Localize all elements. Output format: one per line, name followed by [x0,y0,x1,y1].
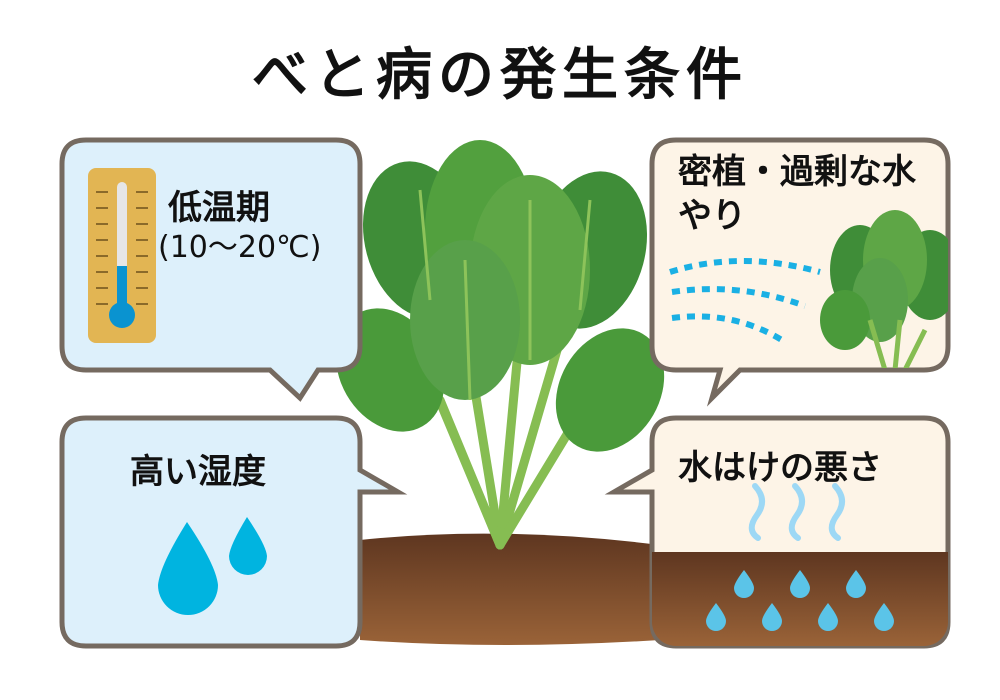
panel-low-temp [59,137,363,402]
low-temp-label: 低温期 [168,188,270,228]
drainage-label: 水はけの悪さ [678,448,882,488]
soil-icon [652,552,948,646]
spinach-plant-icon [335,140,665,550]
page-title: べと病の発生条件 [252,43,748,108]
water-drop-icon [158,517,267,615]
low-temp-range: (10〜20℃) [158,230,322,265]
thermometer-icon [88,168,156,343]
panel-humidity [59,415,408,649]
dense-planting-label: 密植・過剰な水やり [678,152,916,236]
water-drop-icon [706,570,894,631]
soil-mound [360,533,660,645]
water-spray-icon [669,258,821,345]
panel-drainage [604,415,951,649]
panel-dense-planting [649,137,951,407]
small-spinach-icon [820,210,948,368]
steam-icon [748,483,845,541]
humidity-label: 高い湿度 [130,452,266,492]
